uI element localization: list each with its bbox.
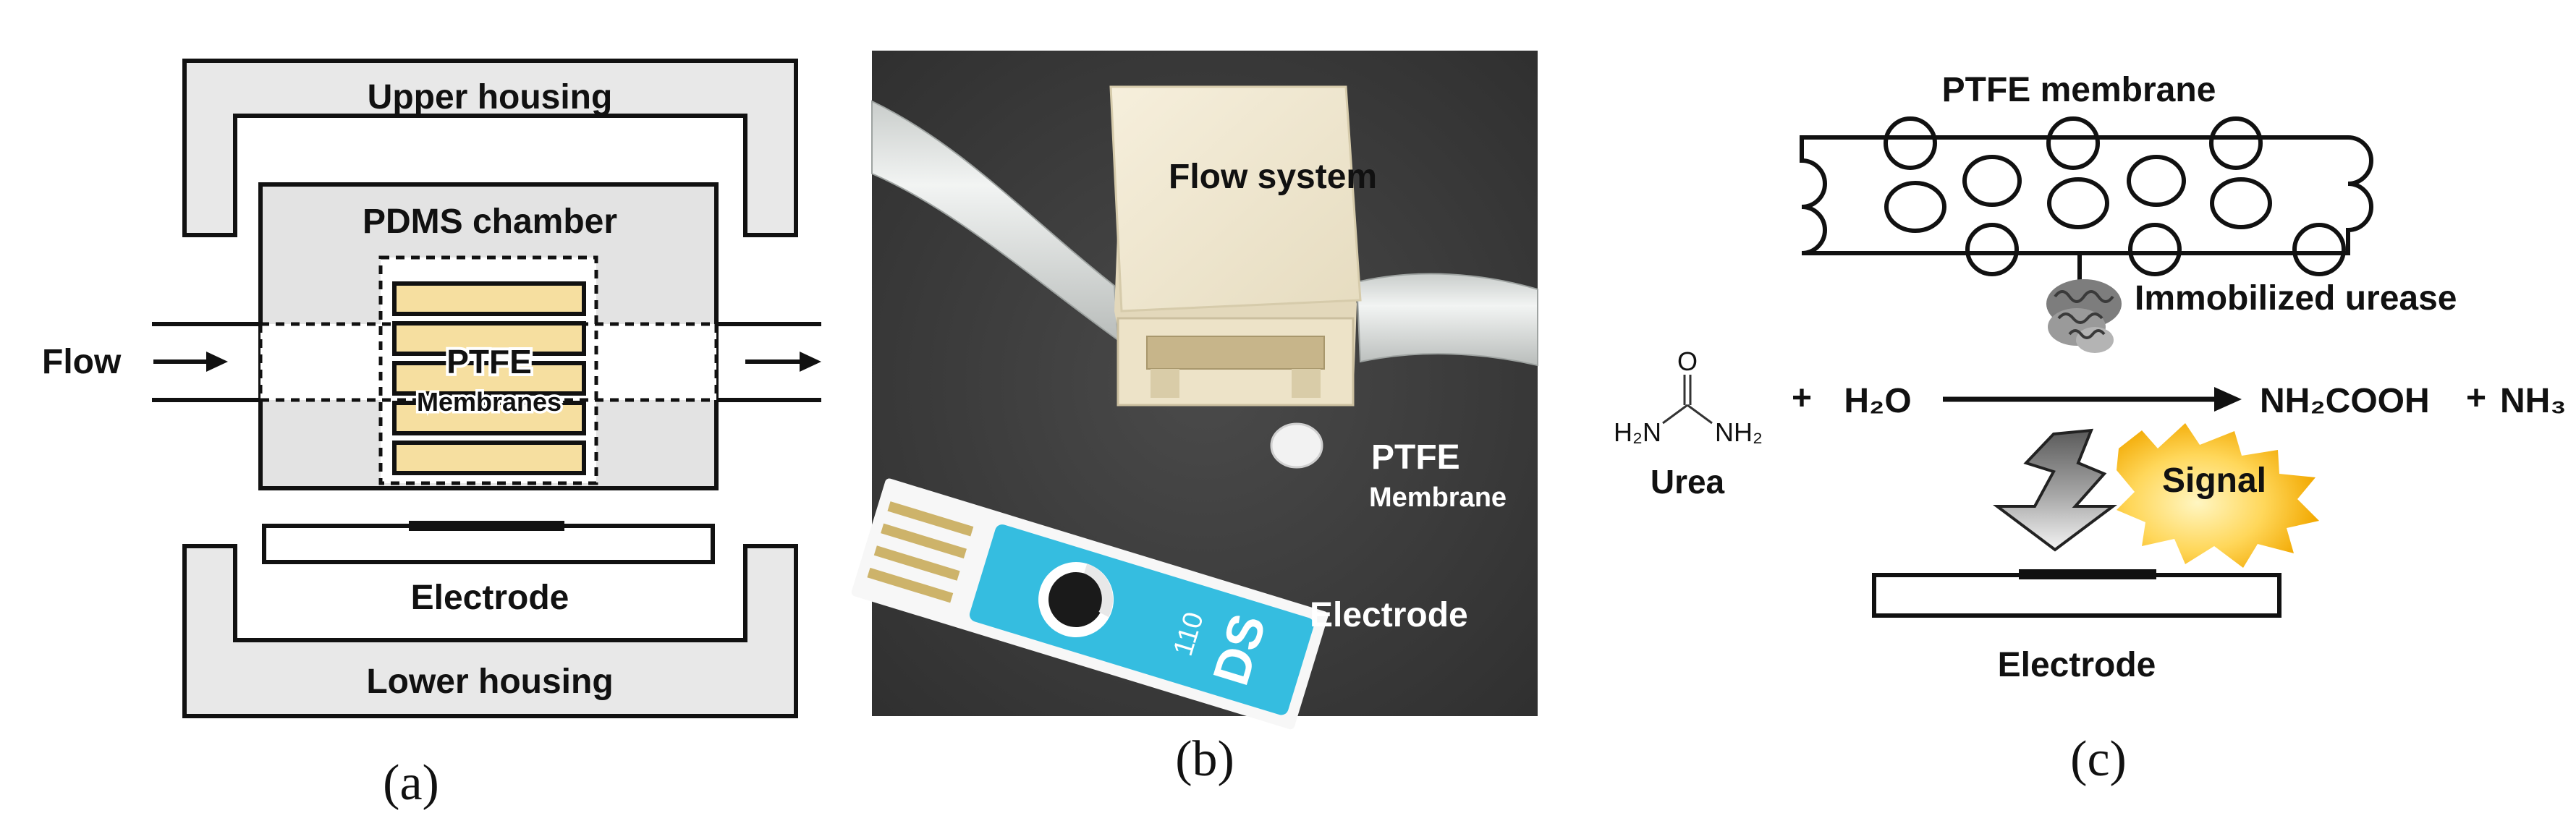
urea-label: Urea [1651,463,1725,501]
signal-label: Signal [2162,461,2266,500]
urease-enzyme-icon [2046,279,2122,353]
upper-housing [182,59,798,237]
porous-membrane [1800,116,2373,276]
ptfe-label-b: PTFE [1371,438,1460,477]
ptfe-membrane-disc [1270,422,1323,469]
product-2: NH₃ [2500,382,2567,420]
caption-b: (b) [1175,731,1234,787]
h2n-group: H₂N [1614,417,1661,447]
electrode-label-c: Electrode [1998,646,2156,684]
reaction-arrow [1943,387,2242,412]
nh2-group: NH₂ [1715,417,1763,447]
tube-right [1355,273,1538,367]
panel-b: Flow system PTFE Membrane DS 110 Electro… [851,51,1538,787]
electrode-sensor-c [2019,569,2156,579]
immobilized-urease-label: Immobilized urease [2135,279,2457,318]
ptfe-membrane-label: PTFE membrane [1942,71,2216,109]
plus-sign-2: + [2466,379,2486,417]
membrane-layer [392,361,586,396]
electrode-strip: DS 110 [851,478,1329,730]
flow-system-label: Flow system [1169,158,1377,196]
electrode-sensor [409,521,564,531]
electrode-label-b: Electrode [1310,596,1468,634]
membranes-label: Membranes [417,387,562,417]
flow-label: Flow [42,343,122,381]
urea-structure [1662,375,1713,425]
caption-a: (a) [383,755,439,811]
panel-c: PTFE membrane Immob [1614,71,2567,787]
signal-burst-icon [2117,423,2319,568]
signal-arrow-icon [1993,428,2117,552]
water-formula: H₂O [1844,382,1911,420]
caption-c: (c) [2070,731,2127,787]
electrode-plate-c [1872,573,2281,618]
lower-housing [182,544,798,718]
membrane-label-b: Membrane [1369,482,1507,513]
membrane-layer [392,441,586,475]
membrane-layer [392,281,586,316]
electrode-plate [262,524,715,564]
upper-housing-label: Upper housing [368,78,613,116]
panel-a: Upper housing PDMS chamber PTFE Membrane… [42,59,821,811]
outlet-arrow [745,352,821,372]
ptfe-label: PTFE [446,343,532,380]
ptfe-membrane-stack [392,281,586,475]
pdms-chamber-label: PDMS chamber [363,203,617,241]
flow-system-device [1109,85,1362,407]
membrane-layer [392,401,586,435]
product-1: NH₂COOH [2260,382,2430,420]
oxygen-atom: O [1677,346,1698,376]
electrode-label-a: Electrode [411,579,569,617]
inlet-arrow [153,352,228,372]
plus-sign-1: + [1792,379,1812,417]
lower-housing-label: Lower housing [366,663,613,701]
membrane-layer [392,321,586,356]
